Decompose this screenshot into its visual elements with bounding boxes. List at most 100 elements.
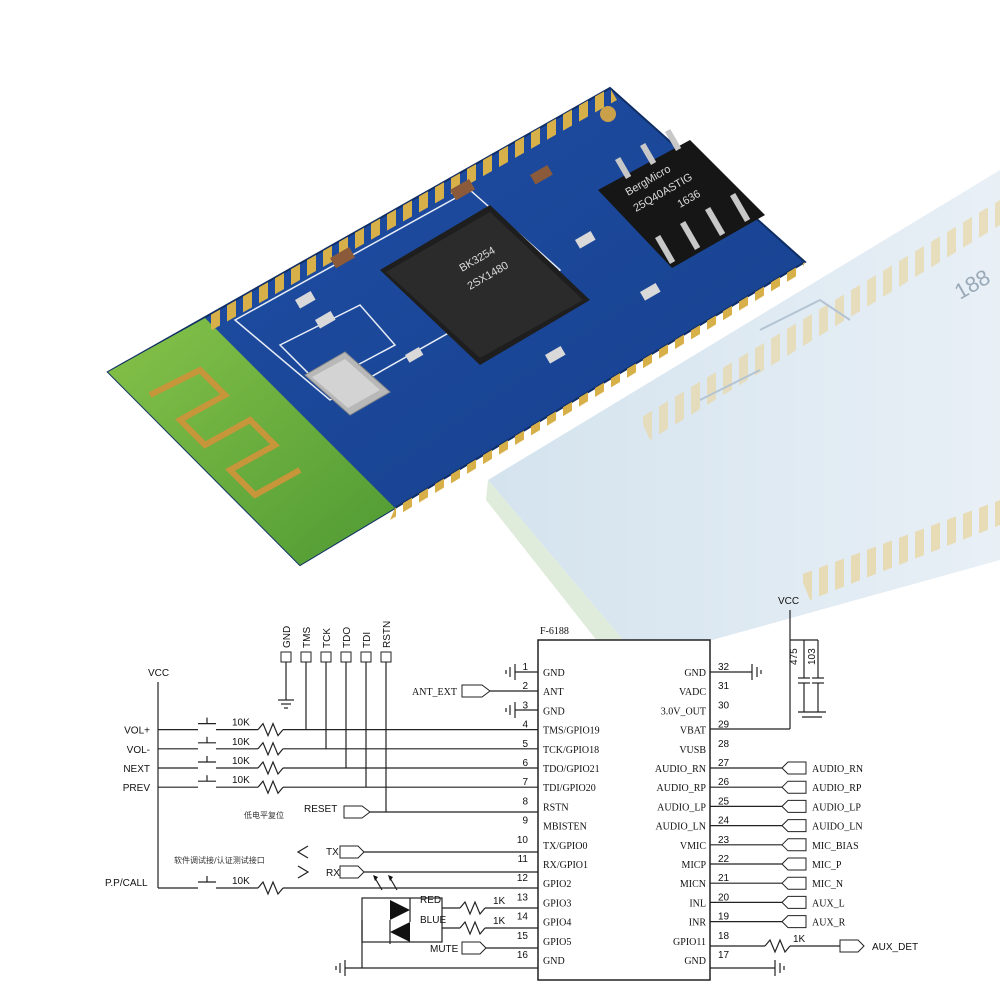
button-label: VOL- (127, 745, 150, 756)
bluetooth-module: BK3254 2SX1480 BergMicro 25Q40ASTIG 1636 (106, 86, 807, 567)
right-pin-name: MICN (680, 879, 706, 890)
jtag-label: TDO (342, 627, 353, 648)
uart-note: 软件调试接/认证测试接口 (174, 855, 265, 865)
button-resistor: 10K (232, 775, 250, 786)
right-pin-name: MICP (682, 860, 707, 871)
right-pin-name: INR (689, 918, 707, 929)
left-pin-number: 3 (522, 700, 528, 711)
left-pin-name: GPIO5 (543, 937, 571, 948)
right-net-label: AUIDO_LN (812, 822, 863, 833)
mute-net: MUTE (430, 941, 538, 955)
ant-ext-label: ANT_EXT (412, 687, 457, 698)
pp-call-net: P.P/CALL 10K (105, 876, 538, 896)
left-pin-number: 13 (517, 892, 529, 903)
ant-ext-net: ANT_EXT (412, 684, 538, 698)
uart-net: 软件调试接/认证测试接口 TX RX (174, 845, 538, 879)
led-res-red: 1K (493, 896, 506, 907)
vbat-supply: VCC 475 103 (710, 596, 826, 730)
right-pin-name: AUDIO_LN (655, 822, 706, 833)
left-pin-number: 15 (517, 931, 529, 942)
net-flag (781, 838, 807, 852)
left-pin-name: RX/GPIO1 (543, 860, 588, 871)
jtag-pin (320, 651, 332, 663)
left-pin-number: 16 (517, 950, 529, 961)
left-pin-number: 4 (522, 720, 528, 731)
left-pin-name: MBISTEN (543, 822, 587, 833)
left-pin-name: GND (543, 956, 565, 967)
right-pin-number: 23 (718, 835, 730, 846)
jtag-label: TMS (302, 627, 313, 648)
left-pin-name: TCK/GPIO18 (543, 745, 599, 756)
left-pin-number: 9 (522, 816, 528, 827)
net-flag (781, 819, 807, 833)
left-pin-name: ANT (543, 687, 564, 698)
pp-call-label: P.P/CALL (105, 878, 148, 889)
left-pin-name: TDI/GPIO20 (543, 783, 596, 794)
right-pin-number: 22 (718, 854, 730, 865)
vcc-right-label: VCC (778, 596, 799, 607)
button-label: PREV (123, 783, 151, 794)
right-pin-number: 28 (718, 739, 730, 750)
right-pin-number: 21 (718, 873, 730, 884)
jtag-label: GND (282, 626, 293, 648)
right-pin-name: VUSB (679, 745, 706, 756)
left-pin-number: 11 (518, 854, 529, 865)
right-pin-name: GND (684, 956, 706, 967)
left-pin-name: GPIO3 (543, 898, 571, 909)
left-pin-name: GND (543, 668, 565, 679)
cap-label-1: 475 (789, 648, 800, 665)
left-pin-number: 14 (517, 912, 529, 923)
net-flag (781, 799, 807, 813)
antenna-trace (148, 366, 302, 499)
vcc-left-label: VCC (148, 668, 169, 679)
left-pin-name: TX/GPIO0 (543, 841, 587, 852)
right-pin-number: 19 (718, 912, 730, 923)
left-pins: 1GND2ANT3GND4TMS/GPIO195TCK/GPIO186TDO/G… (517, 662, 600, 967)
right-pin-number: 24 (718, 816, 730, 827)
left-pin-number: 12 (517, 873, 529, 884)
button-resistor: 10K (232, 718, 250, 729)
right-pins: 32GND31VADC303.0V_OUT29VBAT28VUSB27AUDIO… (655, 662, 730, 967)
net-flag (781, 895, 807, 909)
right-pin-number: 18 (718, 931, 730, 942)
right-pin-name: AUDIO_RP (657, 783, 707, 794)
button-label: VOL+ (124, 726, 150, 737)
cap-label-2: 103 (807, 648, 818, 665)
bottom-pads (390, 262, 805, 520)
left-pin-number: 2 (522, 681, 528, 692)
faded-board: 188 (486, 170, 1000, 670)
chip-body (537, 639, 711, 981)
aux-det-label: AUX_DET (872, 942, 918, 953)
left-pin-name: GPIO4 (543, 918, 571, 929)
left-pin-name: TDO/GPIO21 (543, 764, 600, 775)
aux-res-label: 1K (793, 934, 806, 945)
jtag-pin (360, 651, 372, 663)
jtag-pin (380, 651, 392, 663)
led-blue-label: BLUE (420, 915, 446, 926)
button-resistor: 10K (232, 737, 250, 748)
net-flag (781, 915, 807, 929)
right-pin-name: AUDIO_RN (655, 764, 706, 775)
left-pin-number: 1 (522, 662, 528, 673)
smd-components (295, 106, 661, 364)
right-pin-name: VADC (679, 687, 706, 698)
left-pin-name: TMS/GPIO19 (543, 726, 600, 737)
right-net-label: MIC_BIAS (812, 841, 859, 852)
reset-net: RESET 低电平复位 (244, 662, 538, 820)
button-resistor: 10K (232, 756, 250, 767)
right-net-labels: AUDIO_RNAUDIO_RPAUDIO_LPAUIDO_LNMIC_BIAS… (710, 761, 863, 929)
gnd-symbols-left (335, 664, 538, 976)
chip-name: F-6188 (540, 626, 569, 637)
net-flag (781, 857, 807, 871)
jtag-pin (280, 651, 292, 663)
right-net-label: AUX_R (812, 918, 846, 929)
right-pin-number: 32 (718, 662, 730, 673)
right-pin-name: 3.0V_OUT (661, 706, 706, 717)
left-pin-name: RSTN (543, 802, 569, 813)
net-flag (781, 876, 807, 890)
mute-label: MUTE (430, 944, 459, 955)
